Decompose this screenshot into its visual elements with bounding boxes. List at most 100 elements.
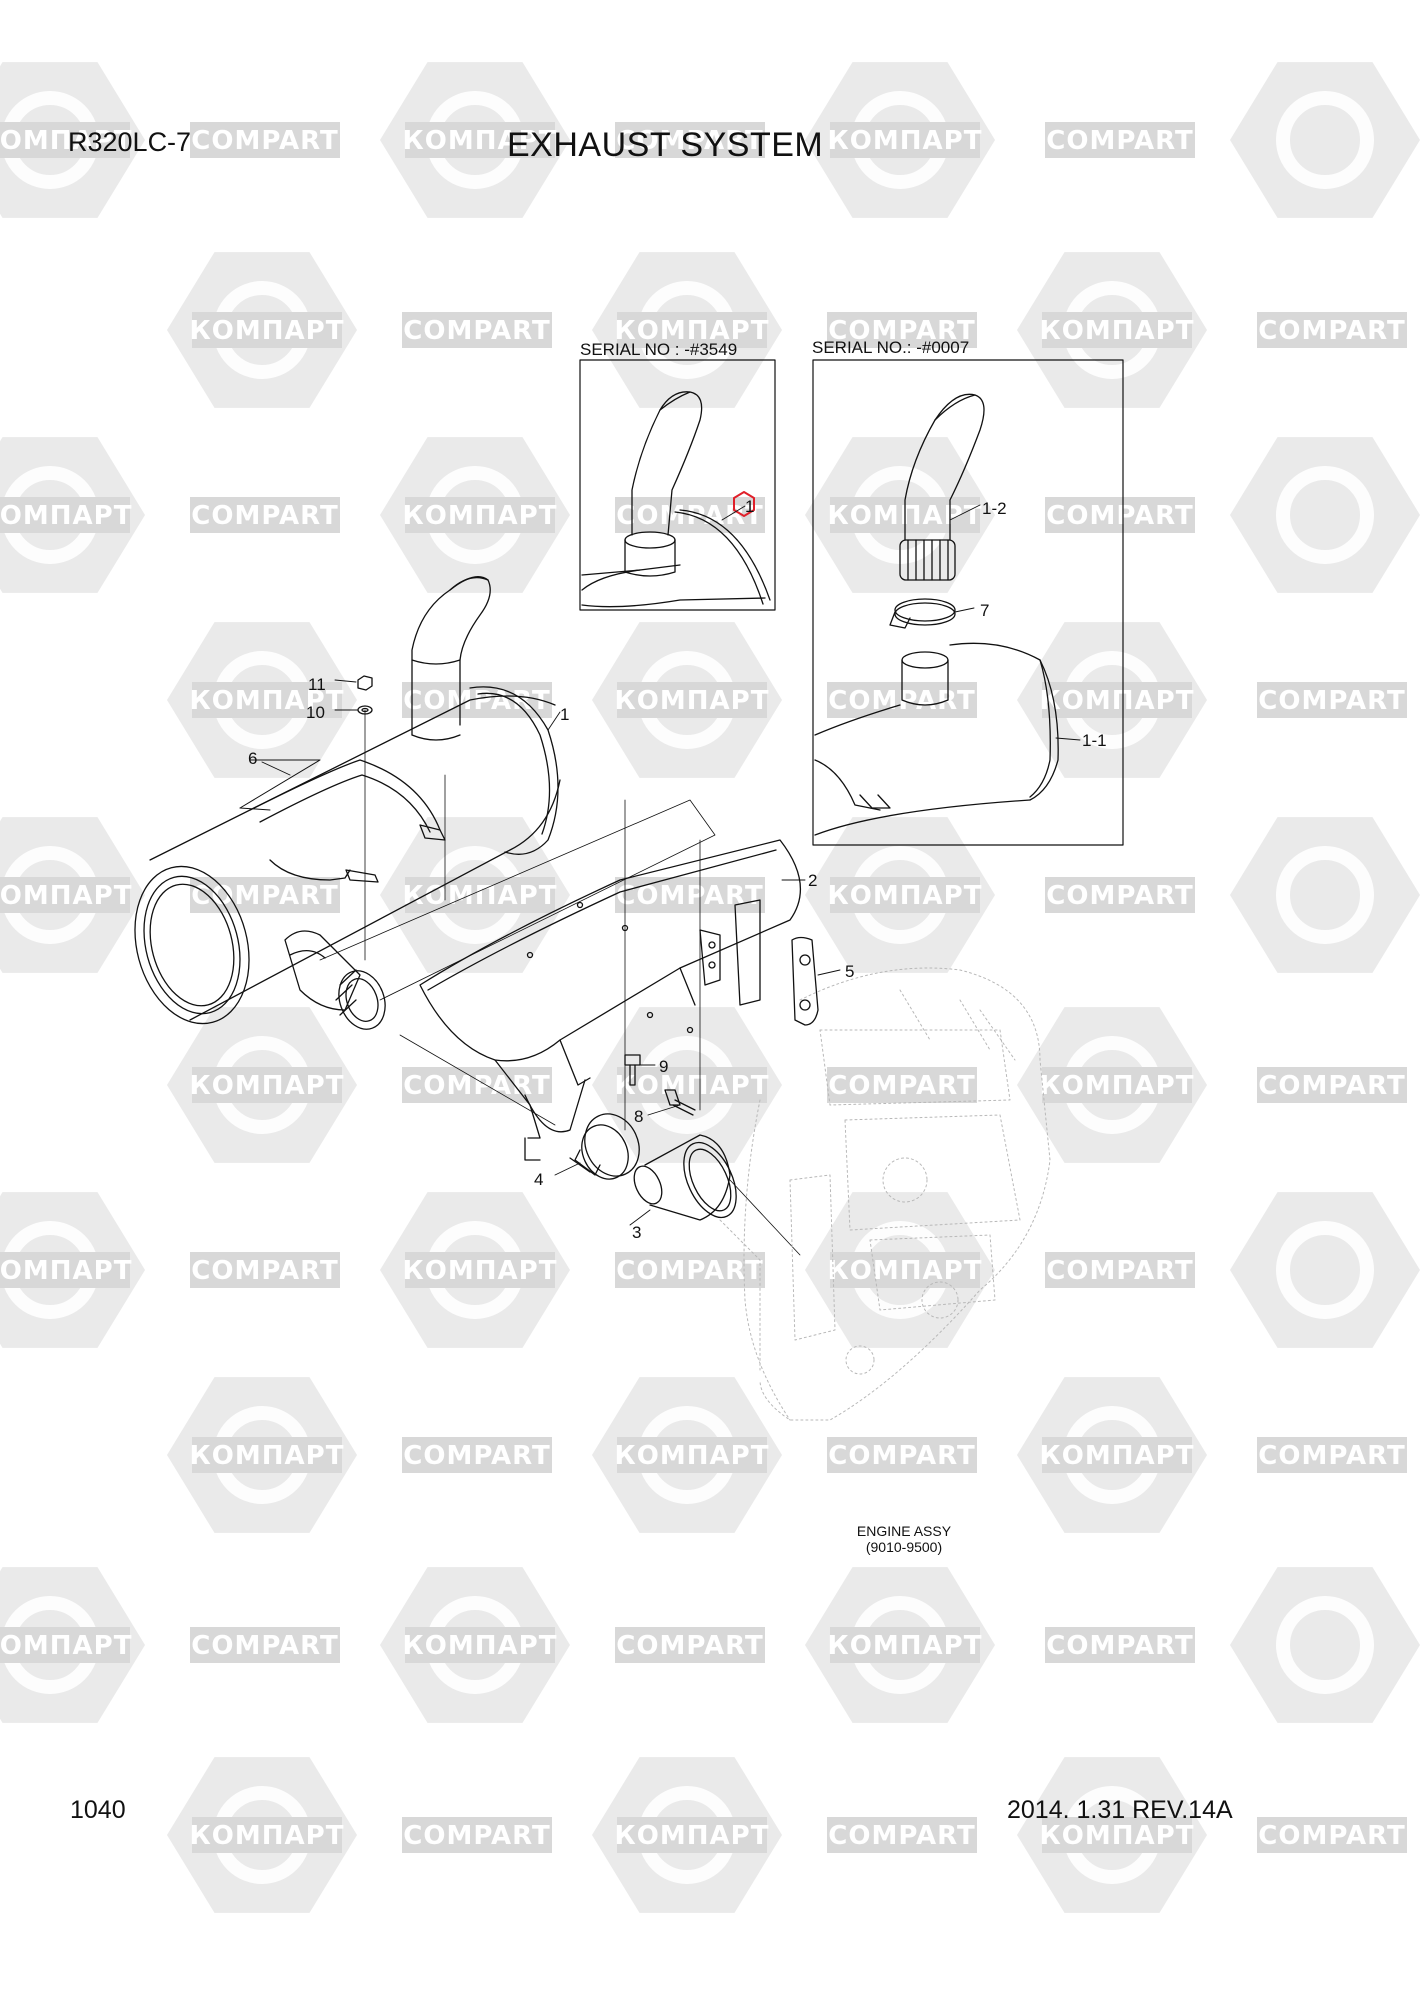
watermark-emblem xyxy=(1230,817,1420,973)
inset-early-muffler-drawing xyxy=(581,391,771,608)
part-muffler[interactable] xyxy=(118,576,561,1037)
watermark-band xyxy=(1042,682,1192,718)
watermark-band xyxy=(1045,1627,1195,1663)
part-support-plate[interactable] xyxy=(791,936,819,1026)
watermark-text: COMPART xyxy=(191,126,338,156)
watermark-text: КОМПАРТ xyxy=(403,501,558,531)
watermark-band xyxy=(405,1627,555,1663)
watermark-band xyxy=(830,122,980,158)
selected-part-marker[interactable] xyxy=(733,491,755,517)
watermark-emblem-ring xyxy=(1276,1596,1374,1694)
part-mounting-bracket[interactable] xyxy=(419,839,802,1161)
watermark-text: COMPART xyxy=(616,1631,763,1661)
watermark-band xyxy=(617,682,767,718)
model-number: R320LC-7 xyxy=(68,127,192,157)
watermark-text: КОМПАРТ xyxy=(615,316,770,346)
watermark-text: КОМПАРТ xyxy=(1040,1071,1195,1101)
watermark-band xyxy=(192,1437,342,1473)
callout-1-2: 1-2 xyxy=(982,499,1007,518)
watermark-text: КОМПАРТ xyxy=(190,1071,345,1101)
watermark-text: КОМПАРТ xyxy=(403,126,558,156)
watermark-band xyxy=(617,1437,767,1473)
watermark-band xyxy=(192,312,342,348)
watermark-band xyxy=(1042,1817,1192,1853)
watermark-band xyxy=(615,877,765,913)
watermark-band xyxy=(1257,1437,1407,1473)
watermark-band xyxy=(0,1252,130,1288)
watermark-band xyxy=(827,1437,977,1473)
watermark-text: COMPART xyxy=(828,1821,975,1851)
watermark-band xyxy=(192,1817,342,1853)
watermark-emblem xyxy=(1230,437,1420,593)
watermark-text: COMPART xyxy=(403,316,550,346)
watermark-emblem xyxy=(1230,1192,1420,1348)
watermark-band xyxy=(0,877,130,913)
watermark-band xyxy=(190,497,340,533)
assembly-guide-lines xyxy=(319,709,801,1256)
watermark-text: COMPART xyxy=(616,126,763,156)
watermark-emblem-ring xyxy=(1276,91,1374,189)
watermark-band xyxy=(0,122,130,158)
engine-ghost-outline xyxy=(719,967,1051,1421)
callout-2: 2 xyxy=(808,871,817,890)
watermark-text: COMPART xyxy=(1258,1071,1405,1101)
watermark-band xyxy=(827,1817,977,1853)
part-bolt-8[interactable] xyxy=(664,1089,696,1116)
watermark-band xyxy=(617,312,767,348)
watermark-emblem-ring xyxy=(1276,466,1374,564)
watermark-text: КОМПАРТ xyxy=(828,1631,983,1661)
watermark-text: КОМПАРТ xyxy=(615,1071,770,1101)
watermark-text: КОМПАРТ xyxy=(615,1821,770,1851)
watermark-band xyxy=(615,1627,765,1663)
page-title: EXHAUST SYSTEM xyxy=(507,126,824,164)
watermark-text: COMPART xyxy=(1258,1441,1405,1471)
watermark-text: КОМПАРТ xyxy=(403,1256,558,1286)
watermark-text: COMPART xyxy=(616,1256,763,1286)
watermark-band xyxy=(192,682,342,718)
watermark-band xyxy=(190,122,340,158)
watermark-text: COMPART xyxy=(1046,881,1193,911)
part-nut-11[interactable] xyxy=(357,675,373,691)
watermark-text: COMPART xyxy=(191,1256,338,1286)
watermark-band xyxy=(830,877,980,913)
watermark-text: КОМПАРТ xyxy=(0,1256,132,1286)
watermark-text: КОМПАРТ xyxy=(828,881,983,911)
callout-6: 6 xyxy=(248,749,257,768)
leader-lines xyxy=(261,504,1081,1226)
watermark-band xyxy=(402,1067,552,1103)
revision-date: 2014. 1.31 REV.14A xyxy=(1007,1796,1233,1824)
watermark-text: COMPART xyxy=(403,1441,550,1471)
watermark-band xyxy=(1257,312,1407,348)
callout-11: 11 xyxy=(308,675,326,694)
watermark-text: КОМПАРТ xyxy=(1040,1441,1195,1471)
watermark-text: КОМПАРТ xyxy=(828,1256,983,1286)
watermark-band xyxy=(402,1437,552,1473)
watermark-text: COMPART xyxy=(1258,316,1405,346)
watermark-band xyxy=(617,1817,767,1853)
watermark-band xyxy=(1257,1817,1407,1853)
watermark-emblem xyxy=(1230,62,1420,218)
callout-1: 1 xyxy=(560,705,569,724)
watermark-text: COMPART xyxy=(828,1071,975,1101)
watermark-band xyxy=(1042,312,1192,348)
watermark-text: COMPART xyxy=(191,1631,338,1661)
callout-7: 7 xyxy=(980,601,989,620)
watermark-band xyxy=(1257,1067,1407,1103)
part-exhaust-pipe[interactable] xyxy=(629,1134,747,1225)
watermark-text: КОМПАРТ xyxy=(615,1441,770,1471)
watermark-text: КОМПАРТ xyxy=(1040,686,1195,716)
watermark-band xyxy=(1045,122,1195,158)
watermark-text: КОМПАРТ xyxy=(0,126,132,156)
callout-10: 10 xyxy=(306,703,325,722)
engine-ref-line1: ENGINE ASSY xyxy=(857,1523,952,1539)
watermark-band xyxy=(402,682,552,718)
inset-frame-early-serial xyxy=(579,359,776,611)
part-clamp[interactable] xyxy=(569,1105,649,1187)
watermark-band xyxy=(0,1627,130,1663)
watermark-text: КОМПАРТ xyxy=(1040,316,1195,346)
watermark-text: КОМПАРТ xyxy=(1040,1821,1195,1851)
watermark-emblem-ring xyxy=(1276,1221,1374,1319)
inset-serial-early: SERIAL NO : -#3549 xyxy=(580,340,737,359)
part-bolt-9[interactable] xyxy=(624,1054,641,1086)
